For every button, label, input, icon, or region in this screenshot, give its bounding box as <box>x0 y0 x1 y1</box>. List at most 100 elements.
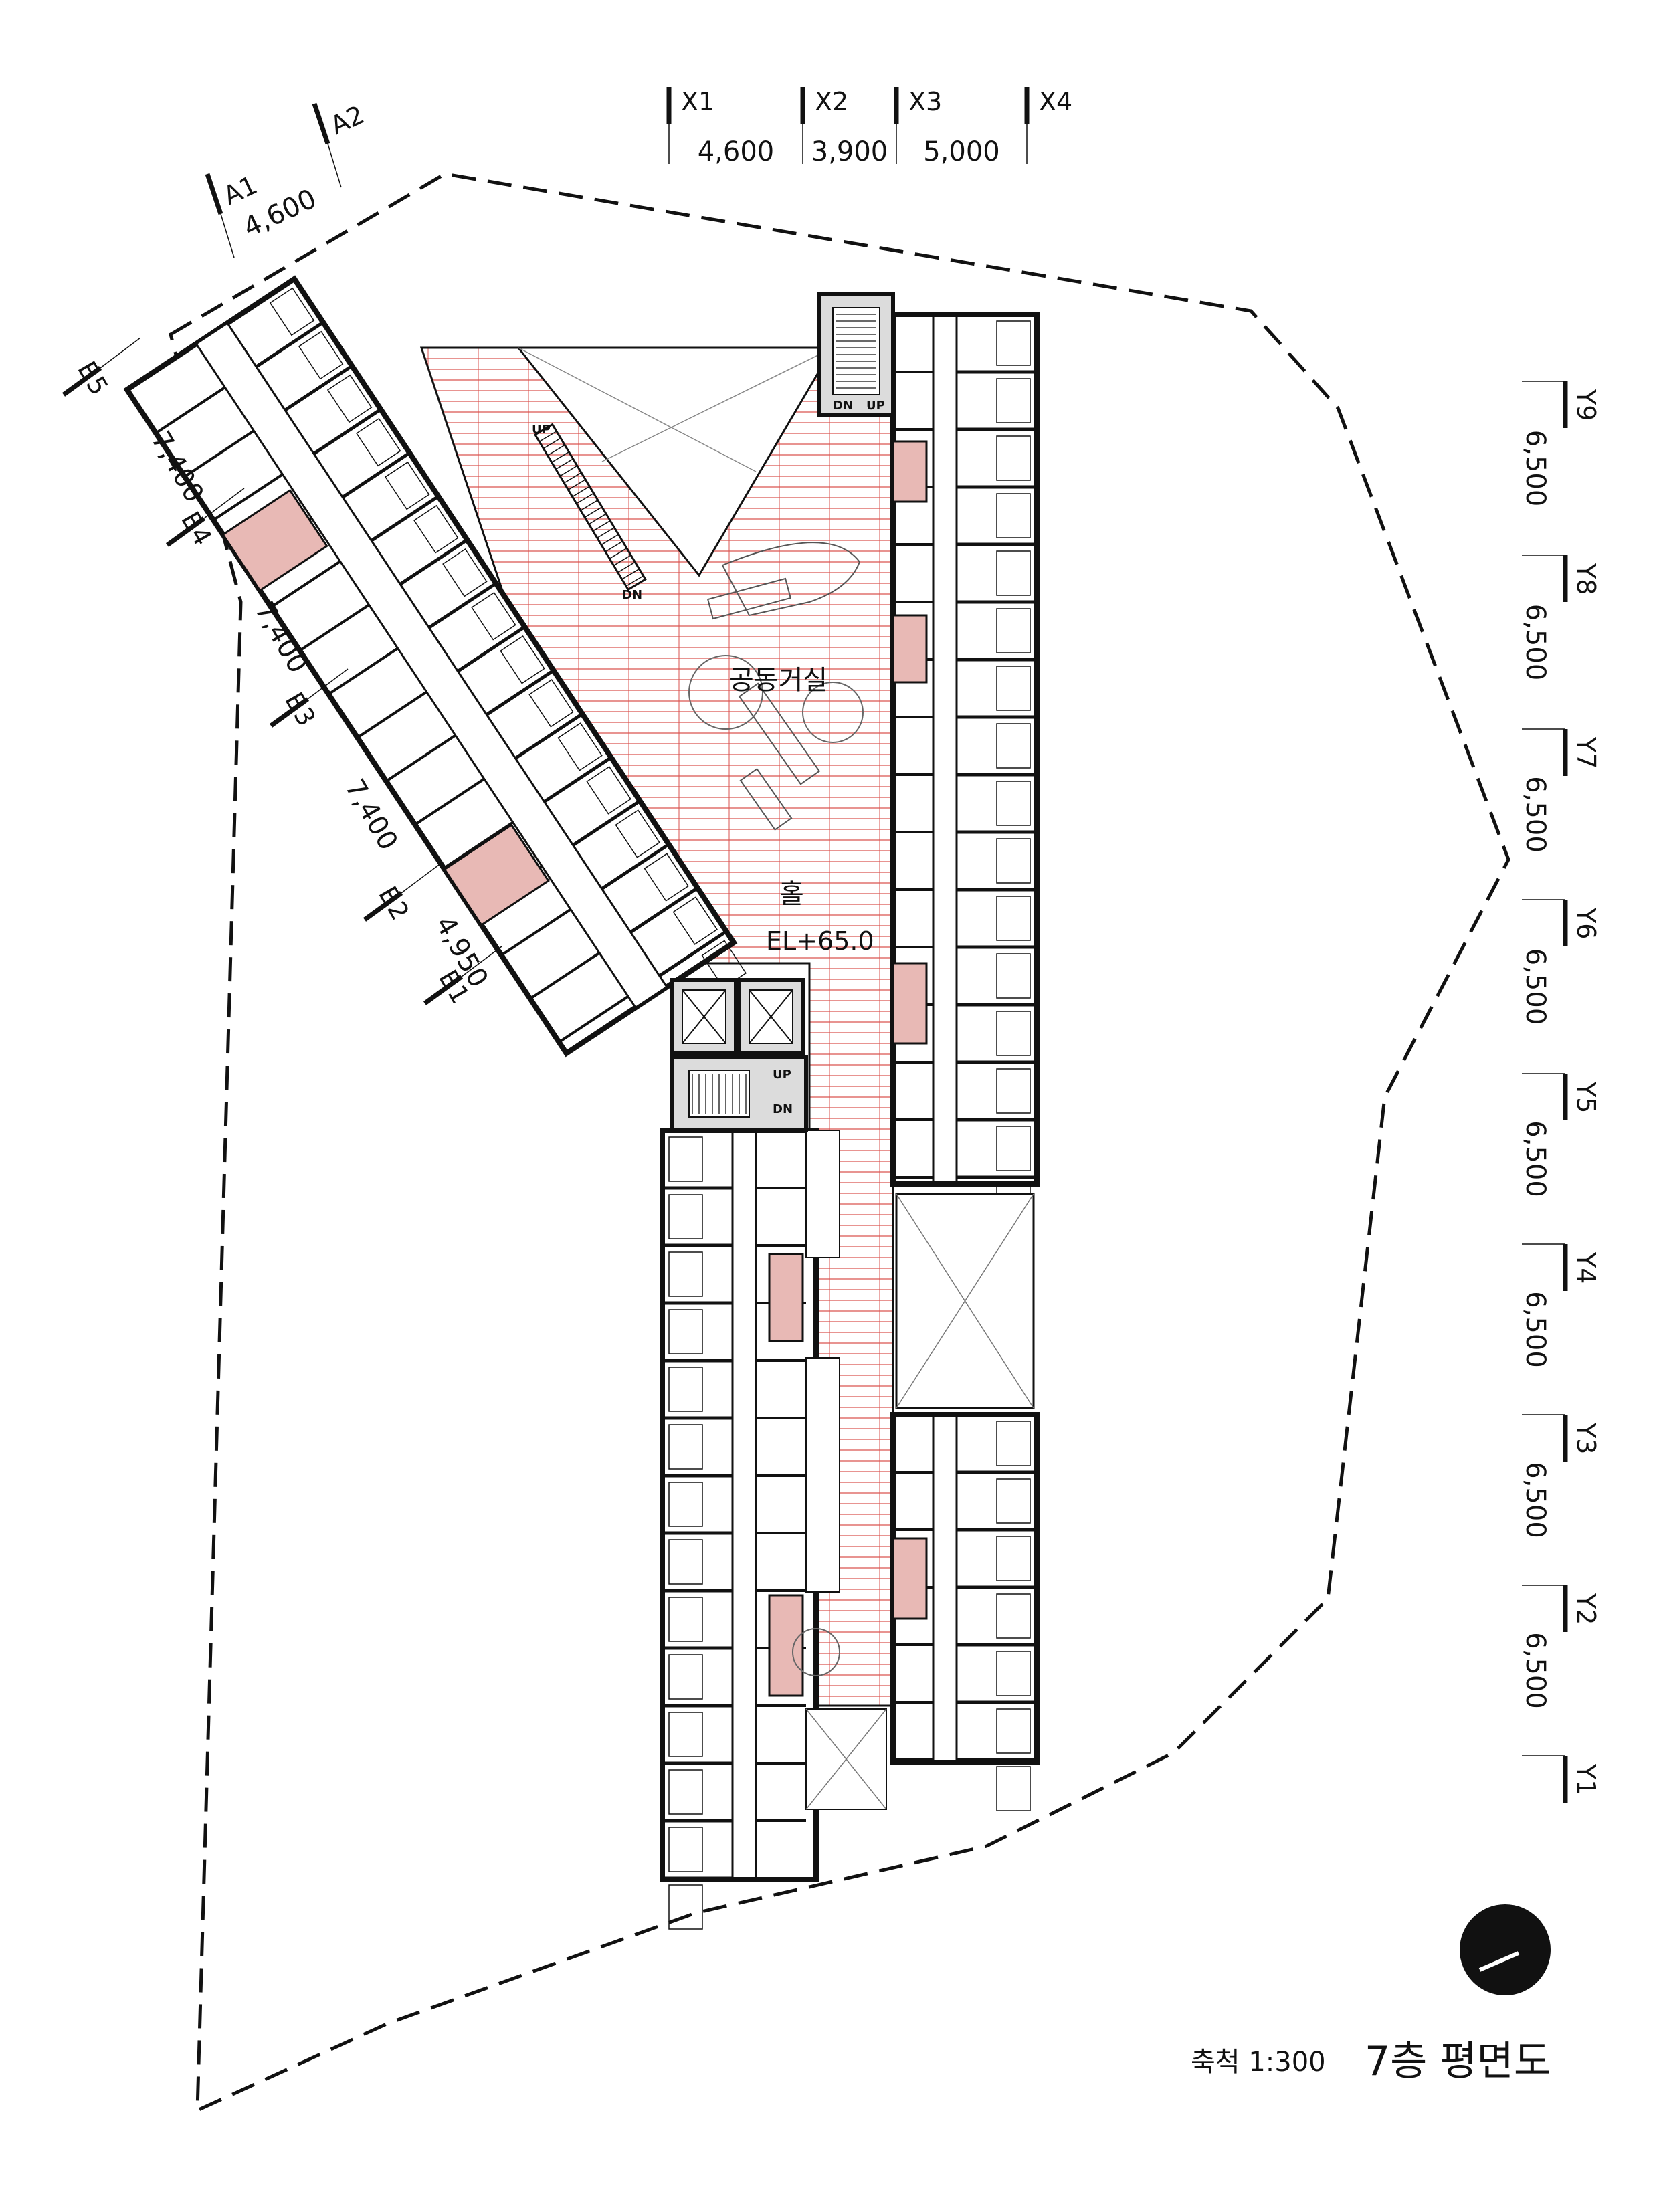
title-block: 축척 1:300 7층 평면도 <box>1191 2013 1592 2087</box>
bed <box>996 378 1031 423</box>
bed <box>668 1539 703 1585</box>
room-partition <box>572 799 642 847</box>
room-partition <box>658 930 728 977</box>
stair-tread <box>539 431 557 442</box>
y-grid-label: Y7 <box>1571 736 1601 769</box>
scale-label: 축척 1:300 <box>1191 2047 1326 2078</box>
a-grid-label: A2 <box>326 100 369 140</box>
room-partition <box>328 647 399 696</box>
diag-stair-down-label: DN <box>622 588 642 602</box>
stair-tread <box>568 479 586 490</box>
room-partition <box>385 734 456 783</box>
bed <box>668 1884 703 1930</box>
stair-tread <box>621 568 640 580</box>
bed <box>615 809 660 858</box>
bed <box>996 896 1031 941</box>
x-span-dimension: 3,900 <box>811 136 888 167</box>
bed <box>355 417 401 467</box>
stair-tread <box>605 540 623 552</box>
bed <box>500 635 545 684</box>
central-core <box>670 978 808 1132</box>
bed <box>996 1126 1031 1171</box>
a-grid-tick <box>205 173 223 215</box>
room-partition <box>514 712 583 760</box>
room-partition <box>155 386 226 435</box>
y-grid-label: Y1 <box>1571 1763 1601 1795</box>
stair-tread <box>555 458 574 470</box>
stair-tread <box>584 506 603 518</box>
y-grid-label: Y4 <box>1571 1251 1601 1284</box>
stair-tread <box>609 548 627 559</box>
top-stair-up-label: UP <box>866 399 885 413</box>
bed <box>644 853 689 902</box>
room-partition <box>486 669 555 716</box>
room-partition <box>443 821 514 870</box>
stair-tread <box>534 423 553 435</box>
bed <box>471 592 516 641</box>
y-span-dimension: 6,500 <box>1520 948 1551 1025</box>
bed <box>996 1593 1031 1639</box>
room-partition <box>500 908 572 957</box>
room-partition <box>558 995 629 1043</box>
bed <box>586 766 631 815</box>
room-partition <box>312 407 382 456</box>
x-span-dimension: 4,600 <box>698 136 775 167</box>
b-grid-line <box>307 668 349 700</box>
room-partition <box>226 277 296 325</box>
room-partition <box>284 364 353 412</box>
bed <box>413 504 459 554</box>
bed <box>269 287 315 336</box>
bed <box>668 1424 703 1470</box>
elevation-label: EL+65.0 <box>766 926 874 956</box>
bed <box>996 1766 1031 1811</box>
b-grid-tick <box>363 891 403 922</box>
right-wing <box>890 312 1040 1811</box>
b-grid-tick <box>62 366 102 397</box>
bed <box>668 1597 703 1642</box>
diagonal-stair <box>533 423 647 591</box>
stair-tread <box>547 444 565 456</box>
diagonal-wing <box>123 275 747 1058</box>
bed <box>528 679 574 728</box>
bed <box>996 1536 1031 1581</box>
bed <box>996 320 1031 366</box>
stair-tread <box>580 500 599 511</box>
room-partition <box>341 451 411 499</box>
x-grid-label: X2 <box>815 87 848 116</box>
stair-tread <box>625 575 644 587</box>
a-grid-line <box>327 143 342 188</box>
drawing-title: 7층 평면도 <box>1365 2038 1551 2085</box>
hall-label: 홀 <box>779 879 804 910</box>
bed <box>996 608 1031 653</box>
triangular-skylight <box>516 346 835 577</box>
bed <box>298 330 344 380</box>
b-grid-line <box>401 862 442 894</box>
room-partition <box>601 843 670 890</box>
top-stair-down-label: DN <box>833 399 853 413</box>
stair-tread <box>559 465 578 477</box>
room-partition <box>299 603 370 652</box>
y-grid-label: Y2 <box>1571 1593 1601 1625</box>
stair-tread <box>593 520 611 532</box>
room-partition <box>255 320 324 369</box>
bed <box>996 1011 1031 1056</box>
y-grid-label: Y3 <box>1571 1422 1601 1454</box>
y-span-dimension: 6,500 <box>1520 604 1551 681</box>
room-partition <box>212 473 284 522</box>
bed <box>996 723 1031 769</box>
common-room-label: 공동거실 <box>729 665 827 696</box>
bed <box>996 435 1031 481</box>
stair-tread <box>563 472 582 484</box>
y-span-dimension: 6,500 <box>1520 430 1551 507</box>
core-stair-up-label: UP <box>773 1068 791 1082</box>
bed <box>996 1708 1031 1754</box>
y-grid-label: Y8 <box>1571 563 1601 595</box>
bed <box>442 548 488 597</box>
y-grid-dimensions: Y1Y2Y3Y4Y5Y6Y7Y8Y96,5006,5006,5006,5006,… <box>1520 381 1601 1803</box>
stair-tread <box>613 555 631 567</box>
stair-tread <box>588 513 607 525</box>
stair-tread <box>572 486 590 498</box>
room-partition <box>414 777 485 826</box>
y-span-dimension: 6,500 <box>1520 1120 1551 1197</box>
